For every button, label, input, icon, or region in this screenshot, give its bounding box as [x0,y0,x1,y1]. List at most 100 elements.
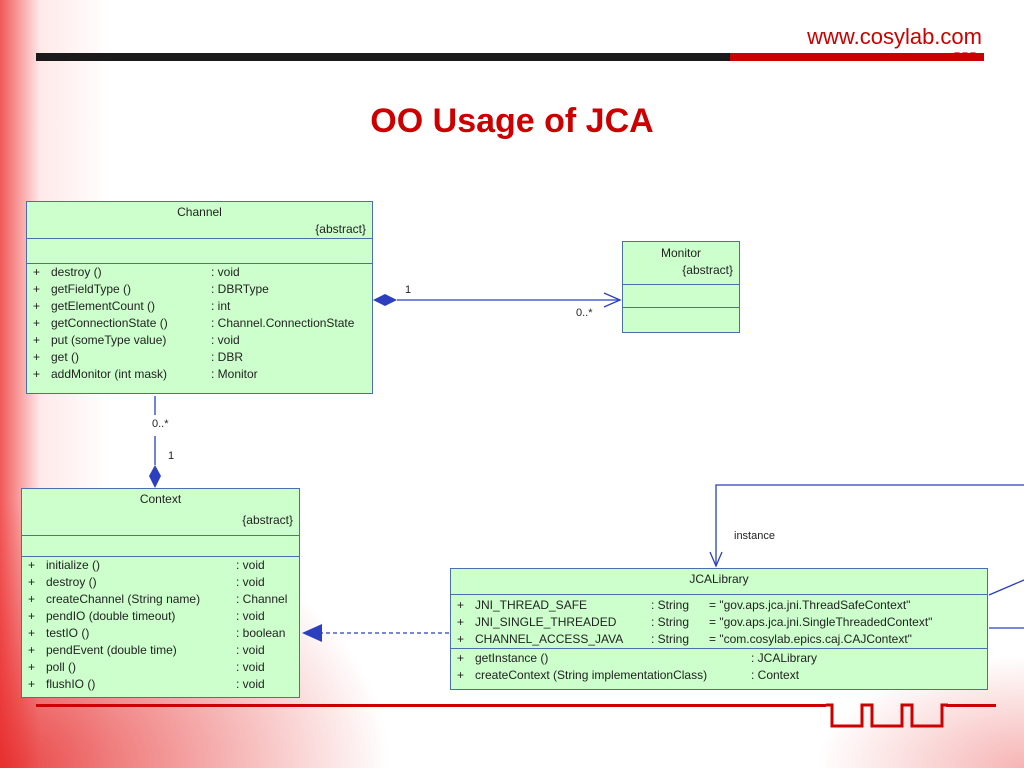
table-cell: : void [236,609,265,623]
header-divider [36,53,984,61]
context-channel-source-multiplicity: 0..* [152,418,169,430]
table-row: +JNI_THREAD_SAFE: String= "gov.aps.jca.j… [451,597,932,614]
table-cell: flushIO () [46,677,96,691]
table-row: + pendEvent (double time) : void [22,642,287,659]
table-cell: : void [236,558,265,572]
context-channel-target-multiplicity: 1 [168,450,175,462]
class-channel-attributes [27,238,372,263]
class-monitor-operations [623,307,739,330]
cosylab-footer-logo-icon [826,703,948,728]
table-cell: destroy () [51,265,102,279]
table-cell: + [28,575,36,589]
table-row: + destroy () : void [27,264,354,281]
table-cell: put (someType value) [51,333,167,347]
table-cell: testIO () [46,626,90,640]
table-cell: + [28,609,36,623]
table-cell: : DBR [211,350,244,364]
class-monitor-attributes [623,284,739,307]
table-cell: JNI_SINGLE_THREADED [475,615,617,629]
site-url[interactable]: www.cosylab.com [807,24,982,49]
table-cell: + [28,643,36,657]
table-cell: : boolean [236,626,286,640]
class-channel-operations: + destroy () : void +getFieldType (): DBRT… [27,263,372,383]
class-context-name: Context [139,492,182,506]
class-monitor[interactable]: Monitor {abstract} [622,241,740,333]
table-cell: : Monitor [211,367,258,381]
table-row: +getFieldType (): DBRType [27,281,354,298]
table-row: + poll () : void [22,659,287,676]
table-cell: : Context [751,668,800,682]
table-cell: getElementCount () [51,299,156,313]
channel-monitor-source-multiplicity: 1 [405,284,412,296]
table-cell: getInstance () [475,651,549,665]
table-cell: : void [211,265,240,279]
table-cell: createChannel (String name) [46,592,201,606]
table-cell: : JCALibrary [751,651,818,665]
table-cell: + [28,626,36,640]
class-context-attributes [22,535,299,556]
class-jcalibrary-operations: + getInstance () : JCALibrary + createConte… [451,648,987,684]
table-cell: addMonitor (int mask) [51,367,168,381]
slide-title: OO Usage of JCA [370,102,654,140]
table-cell: + [33,333,41,347]
table-row: + getElementCount () : int [27,298,354,315]
class-channel[interactable]: Channel {abstract} +destroy (): void +ge… [26,201,373,394]
table-cell: + [457,598,465,612]
table-cell: destroy () [46,575,97,589]
table-cell: getConnectionState () [51,316,168,330]
table-cell: initialize () [46,558,101,572]
table-cell: + [28,677,36,691]
channel-monitor-target-multiplicity: 0..* [576,307,593,319]
footer-divider-right [946,704,996,707]
table-cell: = "com.cosylab.epics.caj.CAJContext" [709,632,912,646]
class-context-stereotype: {abstract} [242,513,293,527]
table-cell: createContext (String implementationClas… [475,668,708,682]
table-cell: + [28,660,36,674]
table-cell: : String [651,632,690,646]
table-cell: : DBRType [211,282,269,296]
table-cell: + [33,282,41,296]
table-cell: + [33,350,41,364]
table-row: + initialize () : void [22,557,287,574]
table-row: + destroy () : void [22,574,287,591]
instance-line [715,484,1024,566]
class-channel-stereotype: {abstract} [315,222,366,236]
table-cell: + [33,367,41,381]
table-cell: : String [651,598,690,612]
class-jcalibrary-name: JCALibrary [689,572,749,586]
table-cell: + [457,632,465,646]
table-cell: + [457,668,465,682]
table-cell: + [33,316,41,330]
table-row: +pendIO (double timeout): void [22,608,287,625]
footer-divider [36,704,826,707]
instance-role-label: instance [734,530,775,542]
table-cell: : void [236,575,265,589]
table-row: + get () : DBR [27,349,354,366]
table-cell: + [28,558,36,572]
table-row: + flushIO () : void [22,676,287,693]
table-cell: pendEvent (double time) [46,643,177,657]
table-row: +JNI_SINGLE_THREADED: String= "gov.aps.j… [451,614,932,631]
table-cell: poll () [46,660,77,674]
class-context[interactable]: Context {abstract} +initialize (): void … [21,488,300,698]
table-cell: = "gov.aps.jca.jni.SingleThreadedContext… [709,615,933,629]
table-cell: + [33,299,41,313]
header-divider-accent [730,53,984,61]
table-cell: : int [211,299,231,313]
table-row: +CHANNEL_ACCESS_JAVA: String= "com.cosyl… [451,631,932,648]
table-row: +put (someType value): void [27,332,354,349]
table-cell: + [33,265,41,279]
class-monitor-name: Monitor [660,246,701,260]
table-cell: get () [51,350,80,364]
table-cell: + [28,592,36,606]
class-monitor-stereotype: {abstract} [682,263,733,277]
table-cell: : void [236,677,265,691]
table-cell: : void [236,643,265,657]
table-cell: : void [236,660,265,674]
class-jcalibrary[interactable]: JCALibrary +JNI_THREAD_SAFE: String= "go… [450,568,988,690]
table-row: + addMonitor (int mask) : Monitor [27,366,354,383]
table-row: + createContext (String implementationCla… [451,667,817,684]
table-cell: + [457,615,465,629]
table-row: + testIO () : boolean [22,625,287,642]
